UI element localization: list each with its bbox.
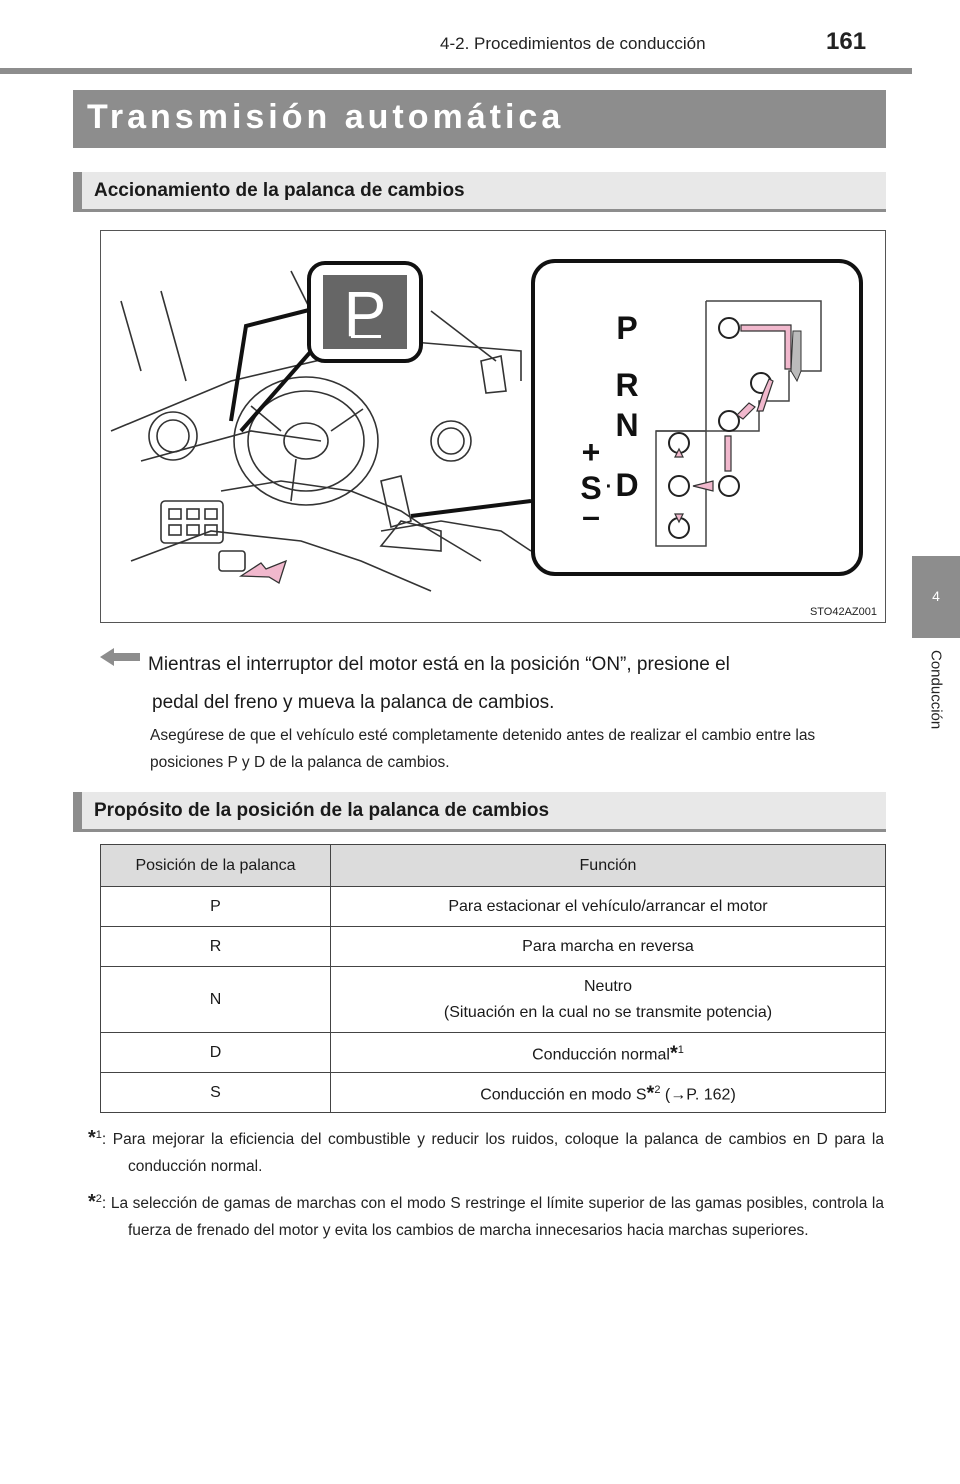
gate-label-s: S: [580, 470, 601, 506]
table-row: S Conducción en modo S*2 (→P. 162): [100, 1072, 886, 1113]
shift-lever-illustration: P P R N D S + – ·: [100, 230, 886, 623]
chapter-tab-label: Conducción: [927, 650, 945, 730]
table-row: N Neutro (Situación en la cual no se tra…: [100, 966, 886, 1033]
shift-position-table: Posición de la palanca Función P Para es…: [100, 844, 886, 1113]
page-title: Transmisión automática: [73, 90, 886, 148]
table-header-function: Función: [330, 844, 886, 887]
function-cell: Conducción en modo S*2 (→P. 162): [330, 1072, 886, 1113]
section-heading-purpose: Propósito de la posición de la palanca d…: [73, 792, 886, 832]
table-row: D Conducción normal*1: [100, 1032, 886, 1073]
callout-letter-p: P: [344, 278, 387, 350]
function-cell: Para marcha en reversa: [330, 926, 886, 967]
shift-gate-panel: [531, 259, 863, 576]
footnote-number: 1: [95, 1129, 102, 1141]
position-cell: S: [100, 1072, 331, 1113]
function-cell: Neutro (Situación en la cual no se trans…: [330, 966, 886, 1033]
function-cell: Conducción normal*1: [330, 1032, 886, 1073]
gate-label-p: P: [616, 310, 637, 346]
footnote-2: *2: La selección de gamas de marchas con…: [88, 1186, 884, 1244]
footnote-star: *: [88, 1191, 96, 1214]
footnote-number: 2: [95, 1193, 102, 1205]
step-arrow-icon: [100, 648, 140, 666]
position-cell: R: [100, 926, 331, 967]
figure-code: STO42AZ001: [809, 606, 877, 618]
footnote-star: *: [88, 1127, 96, 1150]
instruction-line-1: Mientras el interruptor del motor está e…: [148, 654, 730, 675]
footnote-number: 1: [677, 1043, 684, 1056]
gate-label-n: N: [615, 407, 638, 443]
function-line-2: (Situación en la cual no se transmite po…: [443, 1003, 773, 1021]
table-header-row: Posición de la palanca Función: [100, 844, 886, 887]
position-cell: N: [100, 966, 331, 1033]
gate-label-dot: ·: [606, 476, 613, 498]
instruction-line-2: pedal del freno y mueva la palanca de ca…: [152, 692, 555, 713]
footnote-number: 2: [654, 1083, 661, 1096]
instruction-note: Asegúrese de que el vehículo esté comple…: [150, 727, 816, 771]
gate-label-plus: +: [582, 434, 601, 470]
page-number: 161: [826, 28, 867, 55]
instruction-text: Mientras el interruptor del motor está e…: [148, 646, 884, 722]
function-cell: Para estacionar el vehículo/arrancar el …: [330, 886, 886, 927]
position-cell: D: [100, 1032, 331, 1073]
footnote-star: *: [669, 1042, 678, 1065]
section-heading-operation: Accionamiento de la palanca de cambios: [73, 172, 886, 212]
brake-pedal-arrow: [238, 559, 288, 584]
footnote-star: *: [646, 1082, 655, 1105]
table-row: P Para estacionar el vehículo/arrancar e…: [100, 886, 886, 927]
page-reference: (→P. 162): [660, 1086, 736, 1104]
gate-label-d: D: [615, 467, 638, 503]
header-rule: [0, 68, 912, 74]
footnote-text: : Para mejorar la eficiencia del combust…: [101, 1131, 884, 1176]
function-line-1: Neutro: [583, 977, 633, 995]
gate-label-minus: –: [582, 498, 600, 534]
gate-label-r: R: [615, 367, 638, 403]
header-section-title: 4-2. Procedimientos de conducción: [440, 34, 706, 53]
position-cell: P: [100, 886, 331, 927]
footnote-text: : La selección de gamas de marchas con e…: [101, 1195, 884, 1240]
table-row: R Para marcha en reversa: [100, 926, 886, 967]
table-header-position: Posición de la palanca: [100, 844, 331, 887]
function-text: Conducción en modo S: [480, 1086, 647, 1104]
chapter-tab-number: 4: [912, 556, 960, 638]
cockpit-drawing: P P R N D S + – ·: [110, 259, 863, 592]
function-text: Conducción normal: [532, 1046, 670, 1064]
footnote-1: *1: Para mejorar la eficiencia del combu…: [88, 1122, 884, 1180]
